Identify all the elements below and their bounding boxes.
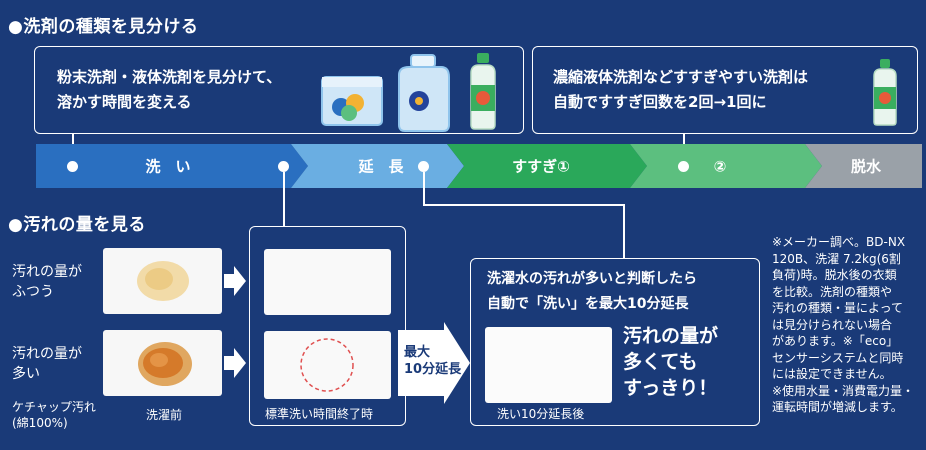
stage-extend-label: 延 長 xyxy=(357,158,404,176)
big-result-text-line3: すっきり！ xyxy=(623,377,718,399)
marker-dot-rinse xyxy=(678,161,689,172)
footnote-line: 汚れの種類・量によって xyxy=(772,301,904,315)
stage-rinse-2 xyxy=(630,144,822,188)
cloth-heavy-before xyxy=(103,330,222,396)
footnote-line: 120B、洗濯 7.2kg(6割 xyxy=(772,251,901,266)
dirt-heavy-label-line2: 多い xyxy=(12,366,40,382)
arrow-right-icon xyxy=(224,266,246,296)
marker-dot-wash-end xyxy=(278,161,289,172)
connector-line-extend-horizontal xyxy=(423,204,624,206)
remaining-stain-outline-icon xyxy=(300,338,354,392)
stage-spin-label: 脱水 xyxy=(851,158,882,176)
stage-rinse-2-label: ② xyxy=(714,158,727,176)
detergent-type-box: 粉末洗剤・液体洗剤を見分けて、 溶かす時間を変える xyxy=(34,46,524,134)
wash-stage-bar: 洗 い 延 長 すすぎ① ② 脱水 xyxy=(36,144,922,188)
extended-wash-result-box: 洗濯水の汚れが多いと判断したら 自動で「洗い」を最大10分延長 洗い10分延長後… xyxy=(470,258,760,426)
max-extension-label-line1: 最大 xyxy=(404,345,431,360)
cloth-heavy-after-extended xyxy=(485,327,612,403)
stage-rinse-1-label: すすぎ① xyxy=(512,158,570,176)
big-result-text-line2: 多くても xyxy=(623,351,698,373)
dirt-normal-label-line1: 汚れの量が xyxy=(12,264,82,280)
connector-line-extend-down xyxy=(623,204,625,258)
extension-arrow-icon xyxy=(398,322,470,404)
footnote-line: を比較。洗剤の種類や xyxy=(772,284,893,299)
marker-dot-wash xyxy=(67,161,78,172)
stage-wash-label: 洗 い xyxy=(145,158,190,176)
connector-line-extend-vertical xyxy=(423,172,425,205)
footnote-line: ※メーカー調べ。BD-NX xyxy=(772,235,906,249)
ketchup-note-line2: (綿100%) xyxy=(12,416,68,430)
extended-result-text-line1: 洗濯水の汚れが多いと判断したら xyxy=(487,271,697,287)
connector-line-standard xyxy=(283,172,285,226)
concentrated-detergent-small-icon xyxy=(873,59,897,126)
detergent-type-text-line1: 粉末洗剤・液体洗剤を見分けて、 xyxy=(57,68,282,86)
cloth-heavy-after-standard xyxy=(264,331,391,399)
footnote-line: には設定できません。 xyxy=(772,367,892,381)
arrow-right-icon xyxy=(224,348,246,378)
ketchup-note-line1: ケチャップ汚れ xyxy=(12,400,96,414)
stage-rinse-1 xyxy=(447,144,647,188)
light-stain-icon xyxy=(137,261,189,301)
rinse-detergent-box: 濃縮液体洗剤などすすぎやすい洗剤は 自動ですすぎ回数を2回→1回に xyxy=(532,46,918,134)
detergent-type-text-line2: 溶かす時間を変える xyxy=(57,93,192,111)
stage-extend xyxy=(291,144,464,188)
rinse-detergent-text-line1: 濃縮液体洗剤などすすぎやすい洗剤は xyxy=(553,68,809,86)
footnote-line: があります。※「eco」 xyxy=(772,334,899,348)
concentrated-detergent-icon xyxy=(470,53,496,130)
footnote: ※メーカー調べ。BD-NX 120B、洗濯 7.2kg(6割 負荷)時。脱水後の… xyxy=(772,234,922,416)
stage-spin xyxy=(805,144,922,188)
dirt-heavy-label-line1: 汚れの量が xyxy=(12,346,82,362)
footnote-line: 負荷)時。脱水後の衣類 xyxy=(772,268,897,282)
caption-before-wash: 洗濯前 xyxy=(146,408,183,422)
dirt-normal-label-line2: ふつう xyxy=(12,284,54,300)
caption-extended: 洗い10分延長後 xyxy=(497,407,585,421)
cloth-normal-before xyxy=(103,248,222,314)
footnote-line: センサーシステムと同時 xyxy=(772,350,904,365)
footnote-line: ※使用水量・消費電力量・ xyxy=(772,383,915,398)
stage-wash xyxy=(36,144,308,188)
big-result-text-line1: 汚れの量が xyxy=(623,325,719,347)
extended-result-text-line2: 自動で「洗い」を最大10分延長 xyxy=(487,296,689,312)
footnote-line: は見分けられない場合 xyxy=(772,317,893,332)
caption-standard-end: 標準洗い時間終了時 xyxy=(265,407,374,421)
standard-wash-result-box: 標準洗い時間終了時 xyxy=(249,226,406,426)
liquid-detergent-icon xyxy=(398,54,450,132)
footnote-line: 運転時間が増減します。 xyxy=(772,400,903,414)
max-extension-label-line2: 10分延長 xyxy=(404,362,462,377)
powder-detergent-icon xyxy=(321,76,383,126)
heavy-stain-icon xyxy=(138,342,192,386)
section-title-detergent: ●洗剤の種類を見分ける xyxy=(8,17,199,37)
rinse-detergent-text-line2: 自動ですすぎ回数を2回→1回に xyxy=(553,93,767,111)
section-title-dirt: ●汚れの量を見る xyxy=(8,215,146,235)
cloth-normal-after-standard xyxy=(264,249,391,315)
marker-dot-extend xyxy=(418,161,429,172)
